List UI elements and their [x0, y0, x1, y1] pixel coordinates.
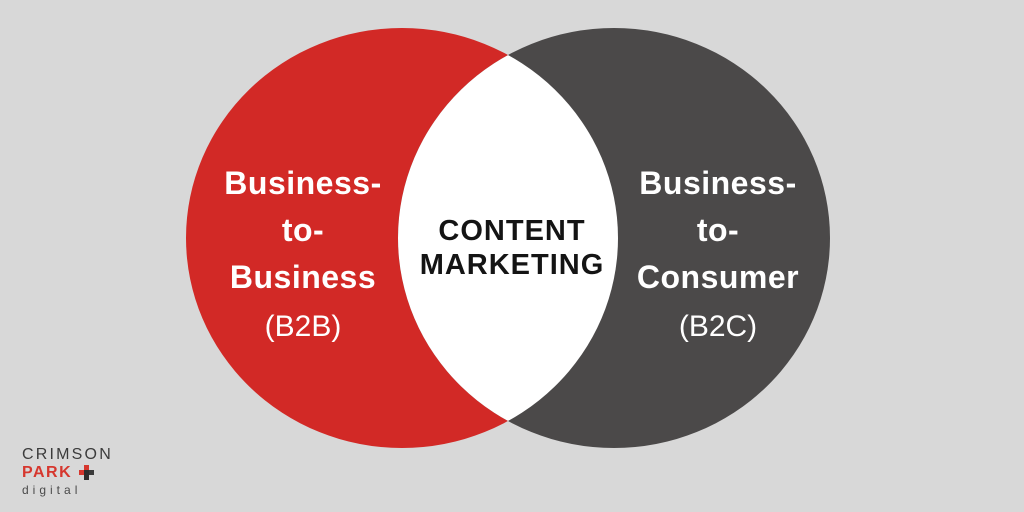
- right-circle-label: Business- to- Consumer (B2C): [598, 160, 838, 350]
- logo-tagline: digital: [22, 483, 82, 497]
- right-label-line-2: to-: [696, 212, 740, 248]
- overlap-label-line-2: MARKETING: [419, 249, 605, 281]
- crimson-park-digital-logo: CRIMSON PARK digital: [22, 446, 113, 497]
- plus-icon: [79, 465, 95, 480]
- overlap-label-line-1: CONTENT: [438, 215, 586, 247]
- right-label-line-3: Consumer: [636, 259, 800, 295]
- left-label-line-3: Business: [229, 259, 377, 295]
- logo-park-row: PARK: [22, 464, 113, 481]
- venn-overlap-lens: [398, 28, 618, 448]
- logo-name: CRIMSON: [22, 446, 113, 463]
- left-label-line-2: to-: [281, 212, 325, 248]
- left-label-abbreviation: (B2B): [264, 310, 342, 343]
- overlap-label: CONTENT MARKETING: [362, 214, 662, 282]
- left-circle-label: Business- to- Business (B2B): [183, 160, 423, 350]
- right-label-line-1: Business-: [639, 165, 797, 201]
- left-label-line-1: Business-: [224, 165, 382, 201]
- right-label-abbreviation: (B2C): [678, 310, 758, 343]
- logo-park: PARK: [22, 464, 73, 481]
